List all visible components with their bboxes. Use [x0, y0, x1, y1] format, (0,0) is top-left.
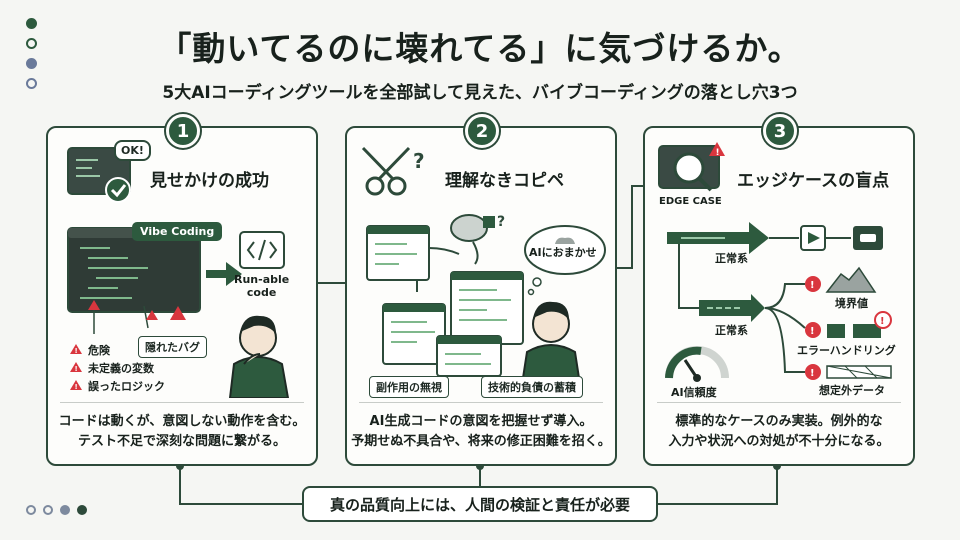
card-edge-case: 3 ! !!! — [643, 114, 915, 466]
svg-text:!: ! — [810, 368, 815, 379]
card-number: 1 — [166, 114, 200, 148]
error-handling-label: エラーハンドリング — [797, 344, 896, 357]
card-number: 3 — [763, 114, 797, 148]
svg-text:!: ! — [880, 316, 885, 327]
hidden-bug-label: 隠れたバグ — [138, 336, 207, 358]
decor-dot — [26, 505, 36, 515]
risk-item: 危険 — [88, 344, 110, 357]
normal-flow-label: 正常系 — [715, 324, 748, 337]
card-copy-paste: 2 ? ? — [345, 114, 617, 466]
desc-line: テスト不足で深刻な問題に繋がる。 — [77, 434, 286, 449]
divider — [657, 402, 901, 403]
illustration-edge-case: ! !!! ! — [658, 142, 892, 382]
unexpected-data-label: 想定外データ — [819, 384, 885, 397]
risk-item: 未定義の変数 — [88, 362, 154, 375]
normal-flow-label: 正常系 — [715, 252, 748, 265]
tech-debt-label: 技術的負債の蓄積 — [481, 376, 583, 398]
desc-line: コードは動くが、意図しない動作を含む。 — [58, 414, 306, 429]
svg-text:!: ! — [810, 326, 815, 337]
runnable-code-label: Run-able code — [234, 273, 290, 299]
thinking-person-icon — [228, 315, 290, 398]
svg-text:?: ? — [497, 214, 505, 230]
thought-bubble-text: AIにおまかせ — [529, 246, 597, 259]
ok-bubble: OK! — [114, 140, 151, 161]
confused-person-icon — [521, 301, 581, 379]
brain-puzzle-icon: ? — [450, 214, 505, 242]
card-description: コードは動くが、意図しない動作を含む。 テスト不足で深刻な問題に繋がる。 — [48, 412, 316, 452]
decor-dot — [26, 18, 37, 29]
risk-item: 誤ったロジック — [88, 380, 165, 393]
boundary-label: 境界値 — [835, 297, 868, 310]
vibe-coding-pill: Vibe Coding — [132, 222, 223, 241]
decor-dot — [43, 505, 53, 515]
decor-dot — [60, 505, 70, 515]
card-title: エッジケースの盲点 — [737, 171, 890, 191]
svg-text:!: ! — [716, 148, 720, 158]
warning-icon — [88, 300, 186, 334]
card-title: 見せかけの成功 — [150, 171, 269, 191]
card-fake-success: 1 !!! — [46, 114, 318, 466]
side-effect-label: 副作用の無視 — [369, 376, 449, 398]
magnifier-icon: ! — [658, 142, 725, 192]
warning-icon — [805, 276, 821, 380]
decor-dot — [26, 78, 37, 89]
desc-line: 入力や状況への対処が不十分になる。 — [668, 434, 890, 449]
page-subtitle: 5大AIコーディングツールを全部試して見えた、バイブコーディングの落とし穴3つ — [162, 83, 798, 103]
page-title: 「動いてるのに壊れてる」に気づけるか。 — [158, 29, 802, 68]
card-number: 2 — [465, 114, 499, 148]
decor-dots — [26, 18, 37, 89]
decor-dot — [26, 58, 37, 69]
desc-line: AI生成コードの意図を把握せず導入。 — [369, 414, 593, 429]
scissors-icon — [361, 146, 411, 196]
card-title: 理解なきコピペ — [445, 171, 564, 191]
svg-text:!: ! — [810, 280, 815, 291]
cloud-icon — [524, 225, 606, 296]
illustration-fake-success: !!! — [67, 147, 290, 398]
svg-text:?: ? — [413, 149, 425, 173]
footer-message: 真の品質向上には、人間の検証と責任が必要 — [302, 486, 658, 522]
decor-dots-bottom — [26, 505, 87, 515]
edge-case-label: EDGE CASE — [659, 196, 722, 207]
svg-text:!: ! — [75, 347, 78, 355]
check-icon — [105, 177, 131, 203]
svg-text:!: ! — [75, 383, 78, 391]
desc-line: 標準的なケースのみ実装。例外的な — [675, 414, 883, 429]
divider — [359, 402, 603, 403]
svg-text:!: ! — [75, 365, 78, 373]
decor-dot — [26, 38, 37, 49]
card-description: 標準的なケースのみ実装。例外的な 入力や状況への対処が不十分になる。 — [645, 412, 913, 452]
ai-trust-label: AI信頼度 — [671, 386, 717, 399]
divider — [60, 402, 304, 403]
desc-line: 予期せぬ不具合や、将来の修正困難を招く。 — [351, 434, 611, 449]
card-description: AI生成コードの意図を把握せず導入。 予期せぬ不具合や、将来の修正困難を招く。 — [347, 412, 615, 452]
gauge-icon — [665, 346, 729, 382]
decor-dot — [77, 505, 87, 515]
illustration-copy-paste: ? ? — [361, 146, 606, 379]
warning-icon — [70, 344, 82, 390]
